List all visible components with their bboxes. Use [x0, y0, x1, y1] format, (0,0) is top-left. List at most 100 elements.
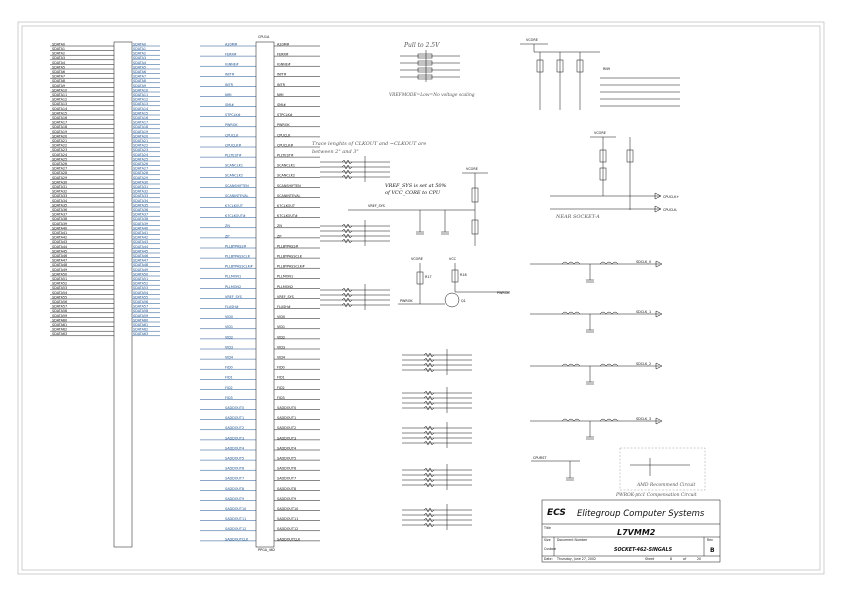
clock-network: VCORE CPUCLK+ CPUCLK- — [550, 131, 679, 213]
sdclk-inductor — [599, 311, 619, 315]
title-label: Title — [543, 526, 551, 530]
cpu-net-label: SADDOUT9 — [277, 497, 296, 501]
vref-net-label: VREF_SYS — [368, 204, 385, 208]
sdata-pin-label: SDATA58 — [133, 309, 148, 313]
sdata-net-label: SDATA58 — [52, 309, 67, 313]
cpu-net-label: FID2 — [277, 386, 285, 390]
sdata-net-label: SDATA61 — [52, 323, 67, 327]
sdata-net-label: SDATA25 — [52, 157, 67, 161]
sdata-pin-label: SDATA42 — [133, 236, 148, 240]
cpu-pin-label: PLLBYPASS# — [225, 244, 246, 248]
pwrok-label-left: PWROK — [400, 299, 413, 303]
sdclk-inductor — [599, 261, 619, 265]
sheet-no: 8 — [670, 557, 672, 561]
title-block: ECS Elitegroup Computer Systems Title L7… — [541, 499, 721, 563]
date-label: Date: — [544, 557, 553, 561]
sdata-net-label: SDATA10 — [52, 88, 67, 92]
cpu-net-label: VREF_SYS — [277, 295, 294, 299]
sdata-pin-label: SDATA10 — [133, 88, 148, 92]
sdata-pin-label: SDATA63 — [133, 332, 148, 336]
sdata-net-label: SDATA47 — [52, 259, 67, 263]
size-label: Size — [544, 538, 551, 542]
cpu-net-label: IGNNE# — [277, 63, 291, 67]
sdata-pin-label: SDATA34 — [133, 199, 148, 203]
sdata-net-label: SDATA35 — [52, 203, 67, 207]
sdata-pin-label: SDATA2 — [133, 52, 146, 56]
cpu-pin-label: VID1 — [225, 325, 233, 329]
sdata-pin-label: SDATA17 — [133, 121, 148, 125]
cpu-pin-label: SADDOUT1 — [225, 416, 244, 420]
sdclk-port — [655, 362, 663, 370]
rpack-resistor — [423, 440, 435, 446]
rpack-resistor — [423, 435, 435, 441]
cpu-net-label: INIT# — [277, 73, 287, 77]
sdclk-inductor — [561, 261, 581, 265]
sdata-pin-label: SDATA21 — [133, 139, 148, 143]
rev-value: B — [710, 547, 715, 554]
sdata-pin-label: SDATA22 — [133, 144, 148, 148]
cpu-pin-label: SADDOUT9 — [225, 497, 244, 501]
rpack-resistor — [423, 362, 435, 368]
rpack-resistor — [423, 390, 435, 396]
cpu-net-label: SADDOUT7 — [277, 477, 296, 481]
note-vrefmode: VREFMODE=Low=No voltage scaling — [389, 93, 475, 98]
cpu-pin-label: ZP — [225, 234, 229, 238]
sdata-net-label: SDATA59 — [52, 314, 67, 318]
top-resistor — [556, 59, 564, 73]
sdata-net-label: SDATA38 — [52, 217, 67, 221]
cpu-pin-label: NMI — [225, 93, 231, 97]
cpu-net-label: SADDOUT6 — [277, 467, 296, 471]
cpu-left-body — [113, 41, 133, 548]
sdata-pin-label: SDATA60 — [133, 318, 148, 322]
cpu-pin-label: CPUCLK — [225, 133, 239, 137]
sdata-pin-label: SDATA4 — [133, 61, 146, 65]
cpu-pin-label: SADDOUT8 — [225, 487, 244, 491]
rpack-resistor — [423, 522, 435, 528]
pwrok-circuit: VCORE VCC R17 R18 Q1 PWROK PWROK — [398, 257, 510, 308]
cpu-pin-label: VID0 — [225, 315, 233, 319]
rpack-resistor — [341, 233, 353, 239]
sdata-pin-label: SDATA61 — [133, 323, 148, 327]
sdata-pin-label: SDATA31 — [133, 185, 148, 189]
cpu-pin-label: FID0 — [225, 366, 233, 370]
amd-circuit: AMD Recommend Circuit PWROK-ptc1 Compens… — [615, 447, 706, 498]
sdata-pin-label: SDATA5 — [133, 65, 146, 69]
sdata-pin-label: SDATA55 — [133, 295, 148, 299]
cpuclk-minus-label: CPUCLK- — [663, 208, 678, 212]
rpack-resistor — [341, 174, 353, 180]
sdata-pin-label: SDATA0 — [133, 42, 146, 46]
cpu-net-label: FID3 — [277, 396, 285, 400]
sdata-net-label: SDATA36 — [52, 208, 67, 212]
sdata-net-label: SDATA20 — [52, 134, 67, 138]
cpu-net-label: SCANINTEVAL — [277, 194, 301, 198]
cpu-net-label: K7CLKOUT# — [277, 214, 298, 218]
cpu-pin-label: VID2 — [225, 335, 233, 339]
cpu-pin-label: VID3 — [225, 345, 233, 349]
note-pullup: Pull to 2.5V — [403, 42, 440, 49]
rpack-resistor — [341, 287, 353, 293]
rpack-resistor — [423, 425, 435, 431]
sdclk-inductor — [599, 418, 619, 422]
sdata-pin-label: SDATA26 — [133, 162, 148, 166]
rpack-resistor — [423, 400, 435, 406]
sdata-net-label: SDATA16 — [52, 116, 67, 120]
cpuclk-plus-label: CPUCLK+ — [663, 195, 679, 199]
cpu-net-label: SADDOUT0 — [277, 406, 296, 410]
cpu-pin-label: SADDOUT10 — [225, 507, 246, 511]
sdata-net-label: SDATA14 — [52, 107, 67, 111]
cpu-pin-label: SADDOUT3 — [225, 436, 244, 440]
cpu-net-label: SADDOUT5 — [277, 457, 296, 461]
cpu-net-label: INTR — [277, 83, 286, 87]
rev-label: Rev — [707, 538, 713, 542]
cpu-net-label: SADDOUT4 — [277, 446, 296, 450]
company-name: Elitegroup Computer Systems — [577, 509, 705, 519]
cpu-net-label: SMI# — [277, 103, 286, 107]
sdata-net-label: SDATA5 — [52, 65, 65, 69]
cpu-pin-label: FID2 — [225, 386, 233, 390]
vcore-label-pwr: VCORE — [411, 257, 423, 261]
sdata-pin-label: SDATA20 — [133, 134, 148, 138]
rpack-resistor — [341, 169, 353, 175]
sdata-pin-label: SDATA38 — [133, 217, 148, 221]
